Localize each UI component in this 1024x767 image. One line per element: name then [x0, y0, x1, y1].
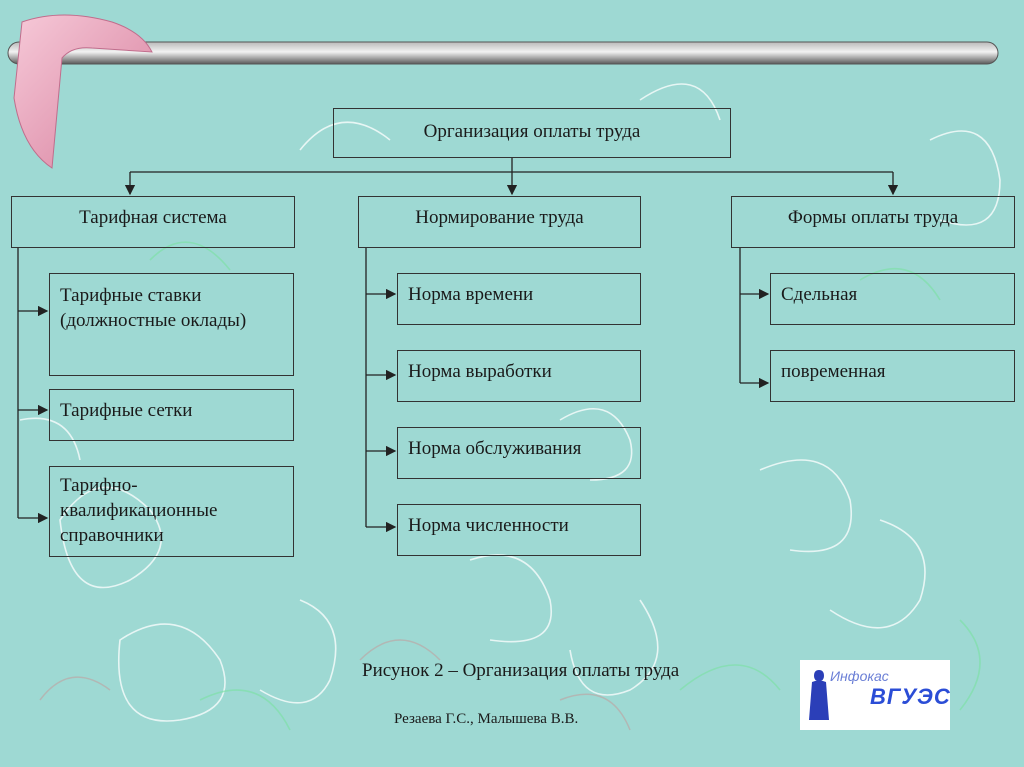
logo-word-1: Инфокас: [830, 668, 889, 684]
leaf-node-time-based: повременная: [770, 350, 1015, 402]
leaf-node-label: Норма численности: [408, 515, 569, 536]
logo-word-2: ВГУЭС: [870, 684, 951, 709]
root-node: Организация оплаты труда: [333, 108, 731, 158]
leaf-node-label: Норма обслуживания: [408, 438, 582, 459]
branch-node-label: Нормирование труда: [415, 207, 584, 228]
leaf-node-label: Норма выработки: [408, 361, 552, 382]
leaf-node-tariff-rates: Тарифные ставки (должностные оклады): [49, 273, 294, 376]
leaf-node-time-norm: Норма времени: [397, 273, 641, 325]
leaf-node-piecework: Сдельная: [770, 273, 1015, 325]
leaf-node-label: повременная: [781, 361, 886, 382]
root-node-label: Организация оплаты труда: [423, 121, 641, 142]
university-logo: Инфокас ВГУЭС: [800, 660, 950, 730]
statue-icon: [809, 670, 829, 720]
branch-node-tariff-system: Тарифная система: [11, 196, 295, 248]
leaf-node-service-norm: Норма обслуживания: [397, 427, 641, 479]
branch-node-payment-forms: Формы оплаты труда: [731, 196, 1015, 248]
leaf-node-tariff-grids: Тарифные сетки: [49, 389, 294, 441]
branch-node-labor-norming: Нормирование труда: [358, 196, 641, 248]
authors-footer: Резаева Г.С., Малышева В.В.: [394, 711, 579, 727]
leaf-node-label: Сдельная: [781, 284, 858, 305]
branch-node-label: Формы оплаты труда: [787, 207, 959, 228]
leaf-node-label: Тарифные ставки (должностные оклады): [60, 285, 247, 331]
leaf-node-headcount-norm: Норма численности: [397, 504, 641, 556]
leaf-node-label: Тарифно-квалификационные справочники: [60, 475, 218, 546]
leaf-node-label: Норма времени: [408, 284, 534, 305]
branch-node-label: Тарифная система: [79, 207, 227, 228]
figure-caption: Рисунок 2 – Организация оплаты труда: [362, 660, 680, 681]
leaf-node-output-norm: Норма выработки: [397, 350, 641, 402]
leaf-node-tariff-handbooks: Тарифно-квалификационные справочники: [49, 466, 294, 557]
leaf-node-label: Тарифные сетки: [60, 400, 193, 421]
